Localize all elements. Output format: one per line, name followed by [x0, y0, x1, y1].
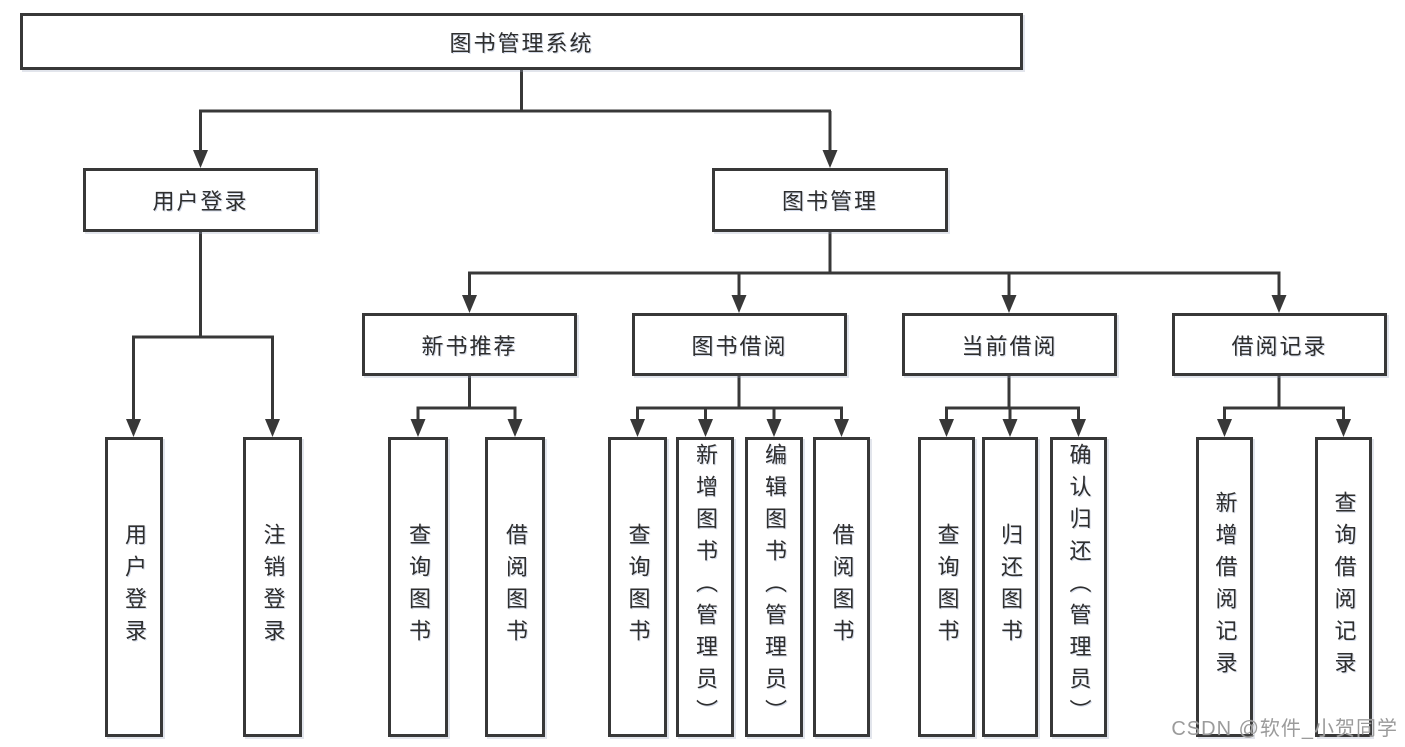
node-borrowing-records: 借阅记录 — [1172, 313, 1387, 376]
edges-borrow-to-leaves — [630, 376, 849, 437]
csdn-watermark: CSDN @软件_小贺同学 — [1171, 718, 1398, 740]
leaf-label: 新增借阅记录 — [1212, 491, 1238, 683]
leaf-return-books: 归还图书 — [982, 437, 1038, 737]
leaf-query-borrow-record: 查询借阅记录 — [1315, 437, 1372, 737]
edges-recommend-to-leaves — [410, 376, 523, 437]
edges-user-to-leaves — [126, 232, 280, 437]
leaf-borrow-books: 借阅图书 — [485, 437, 545, 737]
leaf-label: 查询图书 — [406, 523, 431, 651]
node-library-management-system: 图书管理系统 — [20, 13, 1023, 70]
node-book-management: 图书管理 — [712, 168, 948, 232]
node-label: 新书推荐 — [421, 333, 518, 359]
node-user-login: 用户登录 — [83, 168, 318, 232]
node-new-book-recommend: 新书推荐 — [362, 313, 577, 376]
leaf-label: 归还图书 — [998, 523, 1023, 651]
edges-current-to-leaves — [939, 376, 1086, 437]
leaf-label: 借阅图书 — [829, 523, 855, 651]
leaf-label: 确认归还（管理员） — [1066, 443, 1092, 731]
node-label: 当前借阅 — [961, 333, 1058, 359]
node-book-borrowing: 图书借阅 — [632, 313, 847, 376]
leaf-query-books: 查询图书 — [608, 437, 667, 737]
leaf-label: 查询图书 — [934, 523, 960, 651]
leaf-add-borrow-record: 新增借阅记录 — [1196, 437, 1253, 737]
node-current-borrowing: 当前借阅 — [902, 313, 1117, 376]
leaf-edit-books-admin: 编辑图书（管理员） — [745, 437, 803, 737]
leaf-add-books-admin: 新增图书（管理员） — [676, 437, 734, 737]
leaf-label: 编辑图书（管理员） — [762, 443, 787, 731]
leaf-logout: 注销登录 — [243, 437, 302, 737]
edges-records-to-leaves — [1217, 376, 1351, 437]
leaf-label: 查询借阅记录 — [1331, 491, 1357, 683]
leaf-confirm-return-admin: 确认归还（管理员） — [1050, 437, 1107, 737]
node-label: 借阅记录 — [1231, 333, 1328, 359]
leaf-label: 借阅图书 — [503, 523, 528, 651]
leaf-label: 注销登录 — [260, 523, 286, 651]
node-label: 图书管理 — [781, 189, 878, 214]
edges-book-to-level3 — [462, 232, 1287, 313]
leaf-query-books: 查询图书 — [918, 437, 975, 737]
leaf-query-books: 查询图书 — [388, 437, 448, 737]
leaf-label: 用户登录 — [122, 523, 147, 651]
leaf-label: 查询图书 — [625, 523, 651, 651]
node-label: 图书管理系统 — [449, 30, 594, 56]
leaf-label: 新增图书（管理员） — [693, 443, 718, 731]
edges-root-to-level2 — [193, 70, 838, 168]
leaf-user-login: 用户登录 — [105, 437, 163, 737]
node-label: 用户登录 — [152, 189, 249, 214]
node-label: 图书借阅 — [691, 333, 788, 359]
leaf-borrow-books: 借阅图书 — [813, 437, 870, 737]
